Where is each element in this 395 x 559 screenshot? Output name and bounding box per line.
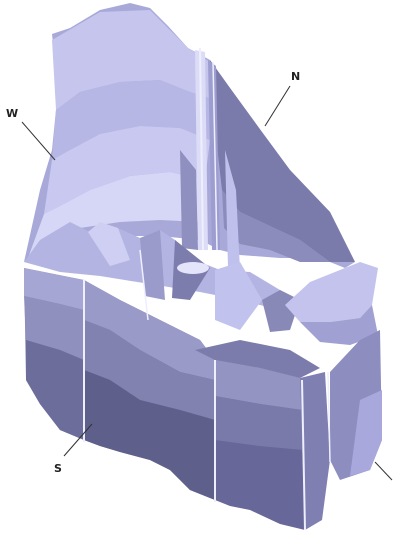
west-pointer-line	[22, 122, 55, 160]
crest-pit	[177, 262, 209, 274]
crest-peak-4	[215, 262, 262, 330]
south-label: S	[54, 462, 62, 475]
north-pointer-line	[265, 86, 290, 126]
west-label: W	[6, 107, 18, 120]
north-label: N	[291, 70, 300, 83]
east-pointer-line	[375, 462, 392, 480]
east-lobe	[285, 262, 378, 322]
